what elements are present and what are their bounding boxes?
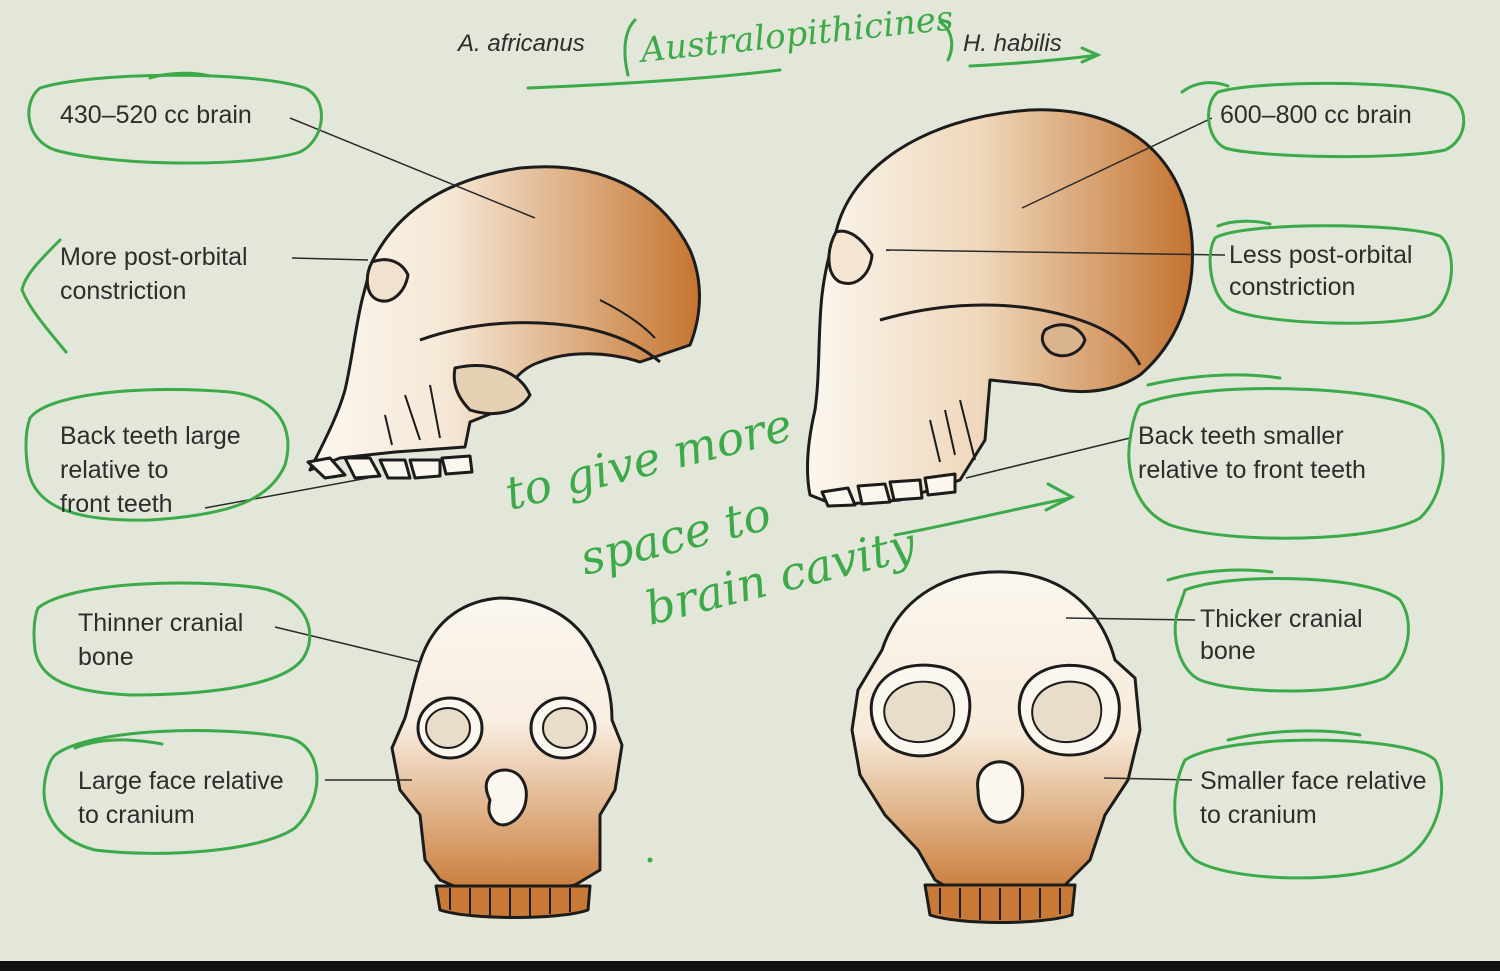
arrow-head-small (1080, 46, 1102, 64)
label-orbital-left: More post-orbital constriction (60, 243, 248, 305)
arrow-head (1044, 482, 1076, 512)
underline-habilis (968, 53, 1100, 68)
circle-bone-right (1173, 577, 1410, 693)
label-face-right: Smaller face relative to cranium (1200, 767, 1427, 829)
circle-face-left (42, 729, 319, 855)
stroke-top-face-right (1226, 729, 1362, 742)
underline-group (526, 68, 782, 90)
leader-orbital-right (885, 249, 1226, 256)
leader-brain-left (289, 117, 536, 219)
circle-orbital-right (1208, 224, 1453, 325)
bracket-orbital-left (20, 238, 68, 354)
label-orbital-right: Less post-orbital constriction (1229, 241, 1413, 301)
circle-teeth-right (1127, 387, 1445, 540)
stroke-top-face-left (73, 738, 164, 750)
leader-brain-right (1021, 117, 1213, 209)
skull-right-frontal (850, 570, 1142, 924)
bracket-close (938, 20, 954, 62)
circle-face-right (1173, 738, 1443, 880)
label-bone-left: Thinner cranial bone (78, 609, 244, 671)
species-right-title: H. habilis (963, 30, 1062, 57)
circle-teeth-left (24, 387, 290, 522)
stroke-top-orbital-right (1216, 219, 1272, 228)
stroke-top-brain-right (1180, 81, 1230, 94)
leader-teeth-right (965, 437, 1131, 479)
leader-orbital-left (291, 257, 369, 261)
leader-teeth-left (204, 477, 369, 509)
circle-brain-left (27, 73, 323, 165)
stroke-top-teeth-right (1146, 373, 1282, 387)
handwritten-annotations (20, 18, 1466, 880)
ink-dot (647, 857, 653, 863)
label-face-left: Large face relative to cranium (78, 767, 284, 829)
stroke-top-bone-right (1166, 568, 1274, 582)
label-teeth-left: Back teeth large relative to front teeth (60, 422, 241, 518)
skull-left-frontal (390, 596, 624, 919)
species-left-title: A. africanus (458, 30, 585, 57)
skull-left-lateral (306, 165, 701, 480)
label-teeth-right: Back teeth smaller relative to front tee… (1138, 422, 1366, 484)
leader-bone-left (274, 626, 421, 663)
stroke-top-brain-left (148, 71, 212, 80)
circle-bone-left (32, 581, 312, 697)
leader-bone-right (1065, 617, 1196, 621)
bracket-open (623, 18, 637, 77)
skull-right-lateral (806, 108, 1194, 508)
label-brain-left: 430–520 cc brain (60, 101, 252, 129)
circle-brain-right (1207, 81, 1466, 159)
arrow-shaft (893, 496, 1072, 537)
label-brain-right: 600–800 cc brain (1220, 101, 1412, 129)
label-bone-right: Thicker cranial bone (1200, 605, 1363, 665)
